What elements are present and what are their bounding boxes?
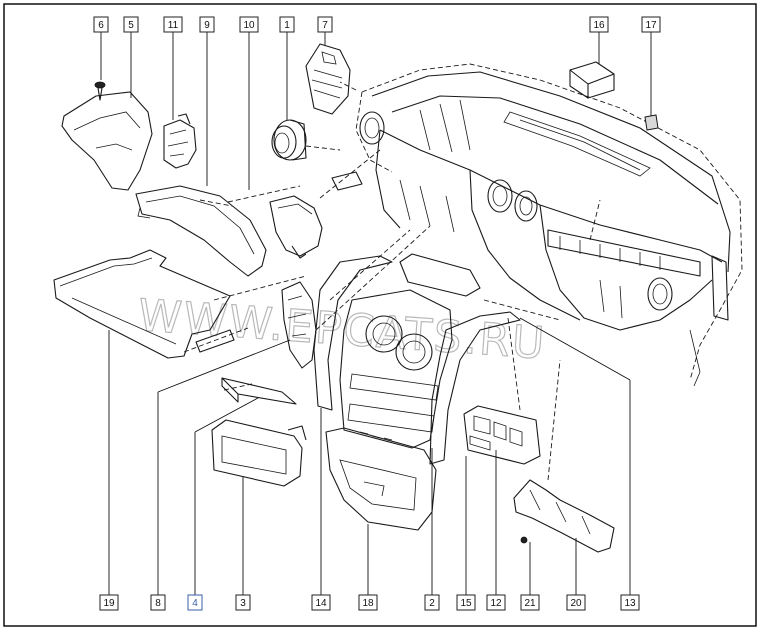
callout-16: 16 (589, 16, 609, 33)
callout-20: 20 (566, 594, 586, 611)
svg-text:3: 3 (240, 598, 246, 609)
svg-text:4: 4 (192, 598, 198, 609)
svg-text:14: 14 (315, 598, 327, 609)
assembly-lines (183, 81, 601, 481)
svg-text:11: 11 (168, 20, 179, 31)
callout-21: 21 (520, 594, 540, 611)
part-19-knee-panel (53, 249, 235, 359)
dashboard-assembly (355, 63, 743, 387)
svg-text:19: 19 (103, 598, 115, 609)
svg-text:6: 6 (98, 20, 104, 31)
svg-text:8: 8 (155, 598, 161, 609)
part-18-lower-frame (325, 427, 437, 531)
part-20-mount-bracket (513, 479, 615, 553)
part-7-vent-grille (305, 43, 351, 115)
callout-19: 19 (99, 594, 119, 611)
callout-18: 18 (358, 594, 378, 611)
callout-14: 14 (311, 594, 331, 611)
callout-5: 5 (123, 16, 139, 33)
svg-text:2: 2 (429, 598, 435, 609)
svg-text:21: 21 (524, 598, 536, 609)
svg-text:12: 12 (490, 598, 502, 609)
callout-7: 7 (317, 16, 333, 33)
diagram-frame (3, 3, 757, 627)
callout-labels: 6 5 11 9 10 1 7 16 17 19 8 4 3 14 18 2 1… (93, 16, 661, 611)
callout-1: 1 (279, 16, 295, 33)
svg-text:7: 7 (322, 20, 328, 31)
callout-2: 2 (424, 594, 440, 611)
part-6-screw (94, 81, 106, 101)
callout-8: 8 (150, 594, 166, 611)
part-15-right-trim (429, 311, 521, 465)
callout-4: 4 (187, 594, 203, 611)
svg-text:1: 1 (284, 20, 290, 31)
part-5-column-cover (61, 91, 153, 191)
small-plate (331, 171, 363, 191)
part-11-bracket (163, 113, 197, 169)
part-10-cluster-hood (269, 195, 323, 259)
part-21-clip (520, 536, 528, 544)
callout-17: 17 (641, 16, 661, 33)
callout-6: 6 (93, 16, 109, 33)
part-14-trim-strip (313, 255, 393, 411)
top-display-plate (399, 253, 481, 297)
callout-15: 15 (456, 594, 476, 611)
svg-text:13: 13 (624, 598, 636, 609)
part-8-side-trim (281, 281, 317, 369)
svg-text:18: 18 (362, 598, 374, 609)
part-9-upper-shroud (135, 185, 267, 277)
svg-text:17: 17 (645, 20, 657, 31)
svg-text:9: 9 (204, 20, 210, 31)
part-1-round-vent (271, 119, 307, 161)
callout-leaders (100, 32, 652, 596)
callout-11: 11 (163, 16, 183, 33)
part-16-pad (569, 61, 615, 99)
part-4-tray-lid (221, 377, 297, 405)
svg-text:15: 15 (460, 598, 472, 609)
part-3-storage-tray (211, 419, 307, 487)
callout-10: 10 (239, 16, 259, 33)
svg-text:10: 10 (243, 20, 255, 31)
part-12-switch-panel (463, 405, 541, 465)
part-17-clip (644, 114, 659, 131)
svg-text:5: 5 (128, 20, 134, 31)
callout-13: 13 (620, 594, 640, 611)
part-2-center-console (339, 289, 453, 449)
svg-text:16: 16 (593, 20, 605, 31)
callout-12: 12 (486, 594, 506, 611)
svg-text:20: 20 (570, 598, 582, 609)
callout-9: 9 (199, 16, 215, 33)
callout-3: 3 (235, 594, 251, 611)
